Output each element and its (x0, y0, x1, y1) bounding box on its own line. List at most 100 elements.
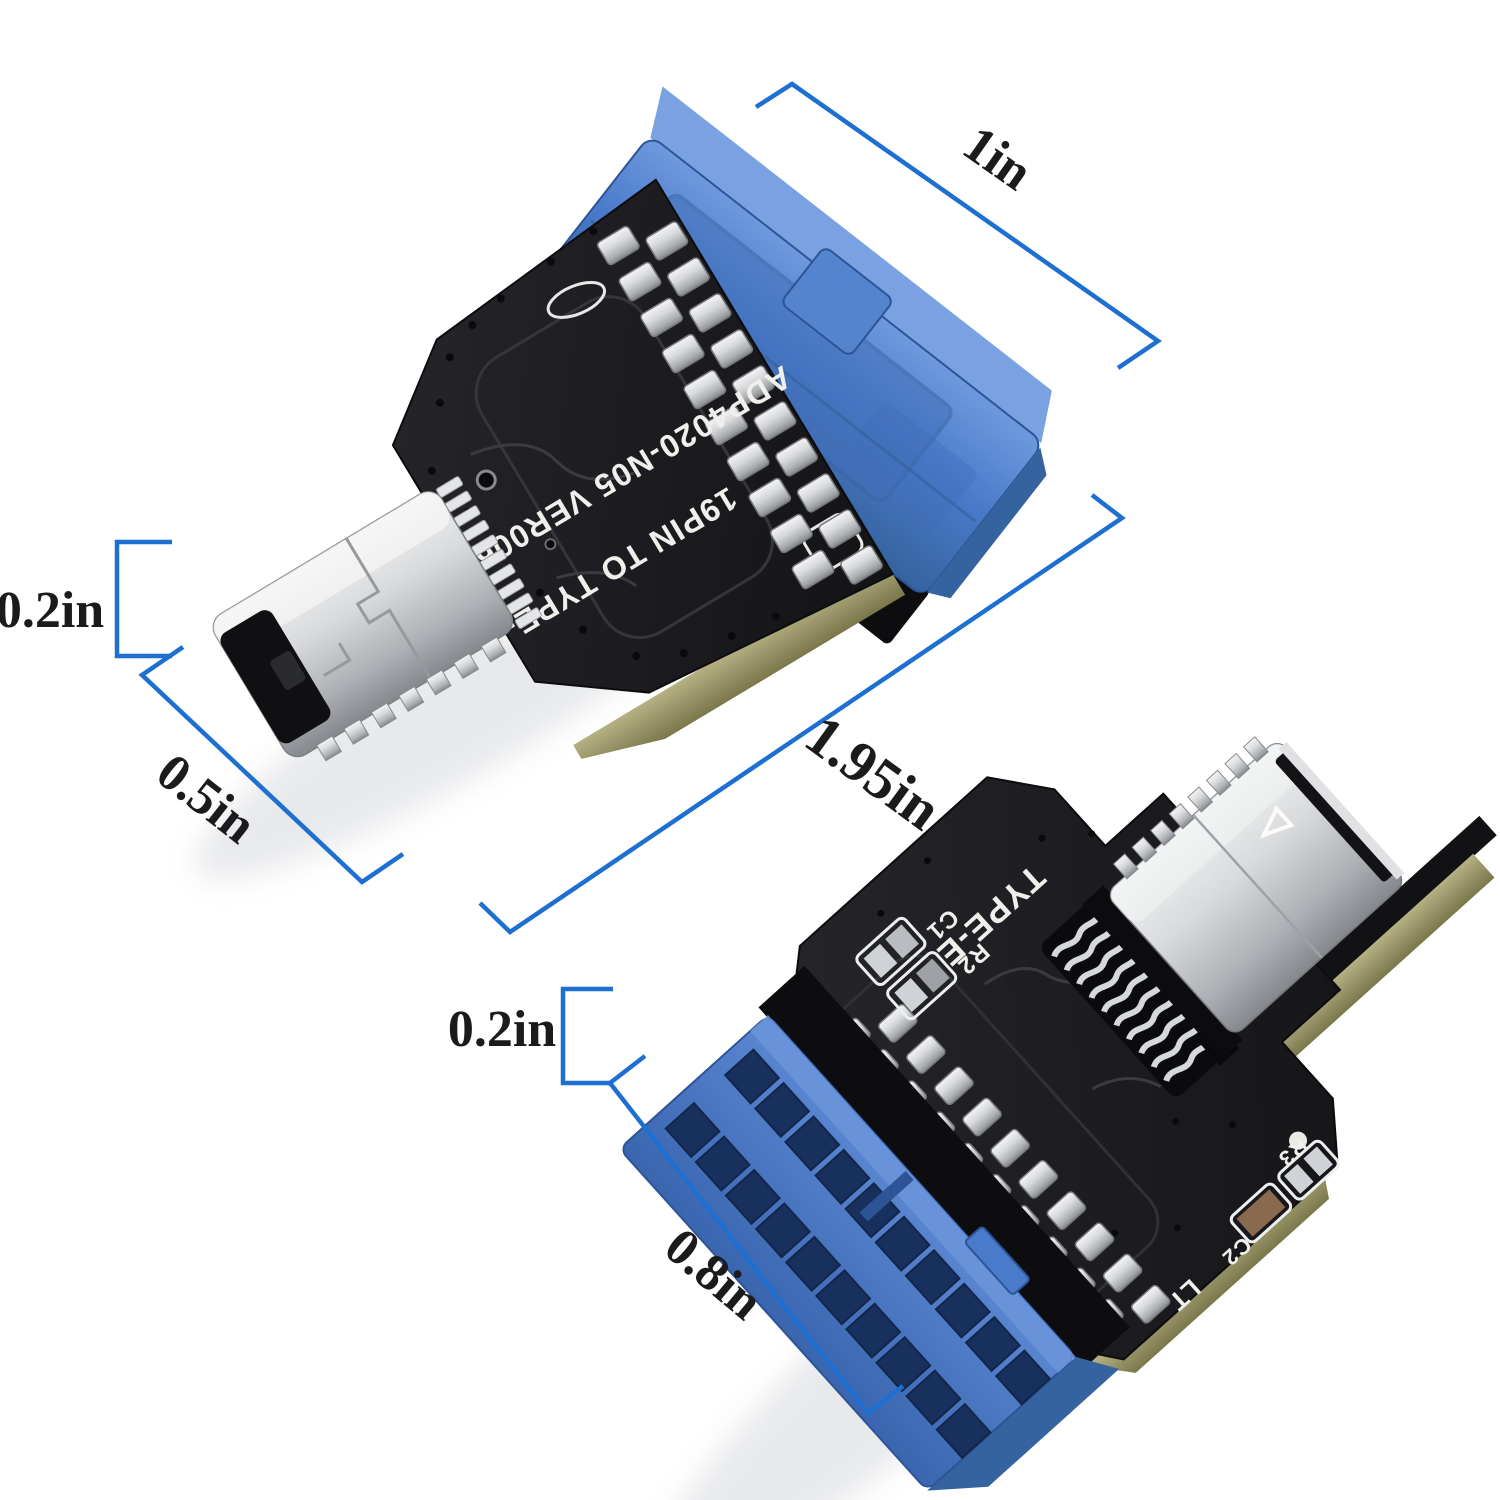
receptacle-opening (1275, 750, 1396, 882)
shell-tooth (343, 718, 370, 745)
pin-hole (753, 1081, 811, 1139)
via-hole (771, 612, 780, 621)
shell-tooth (425, 669, 452, 696)
header2-key-slot (859, 1170, 914, 1222)
solder-pad (791, 549, 835, 590)
via-hole (1228, 1120, 1236, 1128)
shell-tooth (1131, 836, 1158, 863)
via-hole (435, 398, 444, 407)
header2-side-face (927, 1356, 1120, 1491)
via-hole (496, 294, 505, 303)
via-hole (679, 649, 688, 658)
usb3-19pin-header-bottom (622, 965, 1130, 1491)
header2-notch (964, 1226, 1030, 1295)
header2-base-collar (758, 965, 1130, 1369)
pin-hole (964, 1315, 1022, 1373)
dim-line-1p95in (478, 493, 1126, 935)
plug-opening (220, 610, 331, 744)
solder-pad (1074, 1222, 1115, 1262)
pin-hole (814, 1148, 871, 1206)
shell-tooth (1224, 752, 1251, 780)
dim-line-0p8in (606, 1054, 905, 1417)
solder-pad (1018, 1159, 1059, 1199)
pin-fingers (1051, 914, 1214, 1083)
pin-hole (845, 1302, 902, 1359)
solder-pad (661, 333, 705, 374)
shell-tooth (1168, 803, 1195, 830)
shell-tooth (370, 702, 397, 729)
mount-hole (475, 469, 497, 491)
receptacle-seam (1192, 814, 1323, 959)
pin-finger (1150, 1025, 1202, 1069)
footprint-c1-pad2 (885, 924, 919, 959)
via-hole (632, 651, 641, 660)
plug-solder-leg (514, 607, 542, 629)
via-hole (727, 631, 736, 640)
receptacle-rear-block (1082, 885, 1243, 1059)
via-hole (445, 353, 454, 362)
pin-finger (1051, 914, 1102, 958)
solder-pad (705, 405, 748, 446)
adapter-bottom: C1 R2 TYPE-E C2 R3 LT (787, 736, 1497, 1373)
pin-hole (875, 1335, 932, 1393)
solder-pad (748, 477, 792, 518)
solder-pad (906, 1035, 946, 1074)
via-hole (1088, 830, 1096, 838)
pin-hole (784, 1115, 841, 1172)
solder-pad (818, 509, 862, 549)
via-hole (468, 321, 477, 330)
solder-pad (990, 1128, 1030, 1168)
shell-tooth (1112, 853, 1139, 880)
footprint-c2-chip (1236, 1189, 1286, 1237)
solder-pad (840, 545, 883, 585)
footprint-r3-outline (1277, 1139, 1340, 1201)
via-hole (579, 625, 588, 634)
pin-hole (874, 1215, 931, 1272)
footprint-r2-pad (894, 977, 929, 1013)
pin-hole (814, 1268, 872, 1326)
solder-pad (775, 437, 819, 477)
pcb-trace-loop-1 (474, 295, 775, 640)
pin-finger (1088, 956, 1139, 1000)
shell-tooth (398, 685, 425, 712)
shell-tooth (480, 636, 507, 663)
solder-pad (731, 365, 775, 405)
pin-hole (935, 1402, 992, 1460)
pin-hole (905, 1369, 962, 1426)
pin-finger (1126, 997, 1177, 1041)
pin-finger (1076, 942, 1127, 986)
solder-pad (726, 441, 770, 482)
mount-hole-small (544, 538, 557, 551)
footprint-c1-pad (863, 943, 898, 978)
shell-triangle-icon (1259, 805, 1295, 839)
pin-finger (1113, 983, 1164, 1027)
pin-finger (1063, 928, 1114, 972)
plug-solder-legs (436, 476, 542, 629)
type-e-plug-top (212, 476, 542, 762)
shell-tooth (1187, 786, 1214, 813)
via-hole (1172, 1117, 1180, 1125)
solder-pad (618, 261, 662, 302)
type-e-receptacle (1082, 736, 1405, 1059)
plug-shell-top-highlight (213, 491, 450, 652)
pcb-trace-1 (470, 443, 638, 588)
plug-solder-leg (436, 476, 464, 498)
dim-bracket-0p2in-left (114, 539, 172, 659)
receptacle-lip (1278, 742, 1405, 880)
solder-pad (683, 369, 727, 410)
pin-finger (1138, 1011, 1189, 1055)
dim-label-0p2in-bottom: 0.2in (448, 1001, 556, 1058)
footprint-r2-outline (886, 951, 958, 1021)
header-molded-step (836, 402, 977, 537)
header-top-face (650, 86, 1052, 444)
pin-hole (694, 1135, 751, 1192)
plug-shell-seam (323, 537, 433, 680)
shell-tooth (453, 652, 480, 680)
pin-hole (784, 1235, 842, 1293)
solder-pad (877, 1003, 918, 1043)
pin-hole (904, 1248, 961, 1306)
solder-pad (710, 329, 754, 369)
pin-finger (1101, 969, 1152, 1013)
